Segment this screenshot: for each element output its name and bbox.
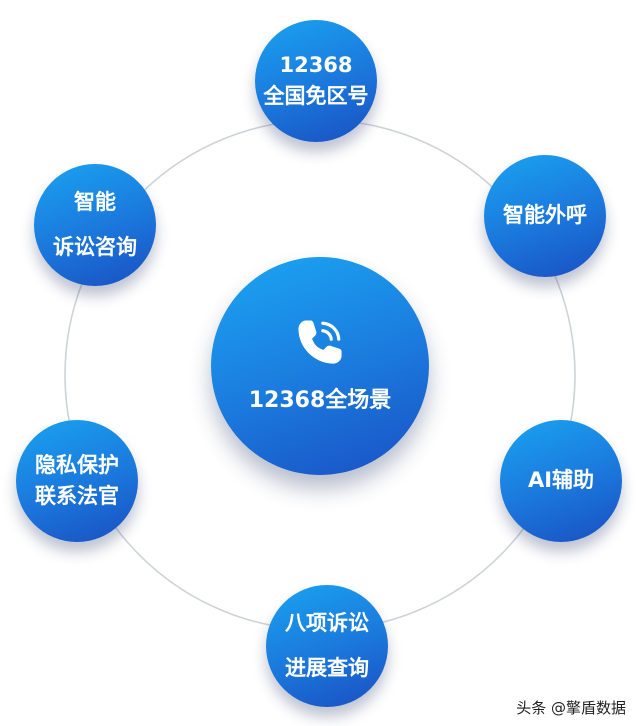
node-smart-outbound: 智能外呼: [484, 155, 606, 277]
node-smart-consult: 智能 诉讼咨询: [34, 164, 156, 286]
node-progress-query-line1: 八项诉讼: [285, 610, 369, 635]
node-ai-assist: AI辅助: [500, 420, 622, 542]
watermark: 头条 @擎盾数据: [516, 699, 626, 717]
node-progress-query: 八项诉讼 进展查询: [266, 585, 388, 707]
node-smart-consult-line2: 诉讼咨询: [53, 235, 137, 259]
node-smart-outbound-line1: 智能外呼: [503, 203, 587, 228]
center-label: 12368全场景: [248, 388, 392, 413]
center-node: 12368全场景: [211, 257, 429, 475]
node-toll-free-line2: 全国免区号: [263, 84, 369, 108]
node-ai-assist-line1: AI辅助: [527, 468, 595, 493]
node-smart-consult-line1: 智能: [74, 189, 116, 214]
node-toll-free: 12368 全国免区号: [255, 20, 377, 142]
node-privacy-line1: 隐私保护: [35, 452, 119, 477]
phone-icon: [298, 320, 342, 364]
node-progress-query-line2: 进展查询: [285, 656, 369, 680]
node-privacy: 隐私保护 联系法官: [16, 420, 138, 542]
node-toll-free-line1: 12368: [279, 52, 353, 77]
node-privacy-line2: 联系法官: [35, 484, 119, 508]
